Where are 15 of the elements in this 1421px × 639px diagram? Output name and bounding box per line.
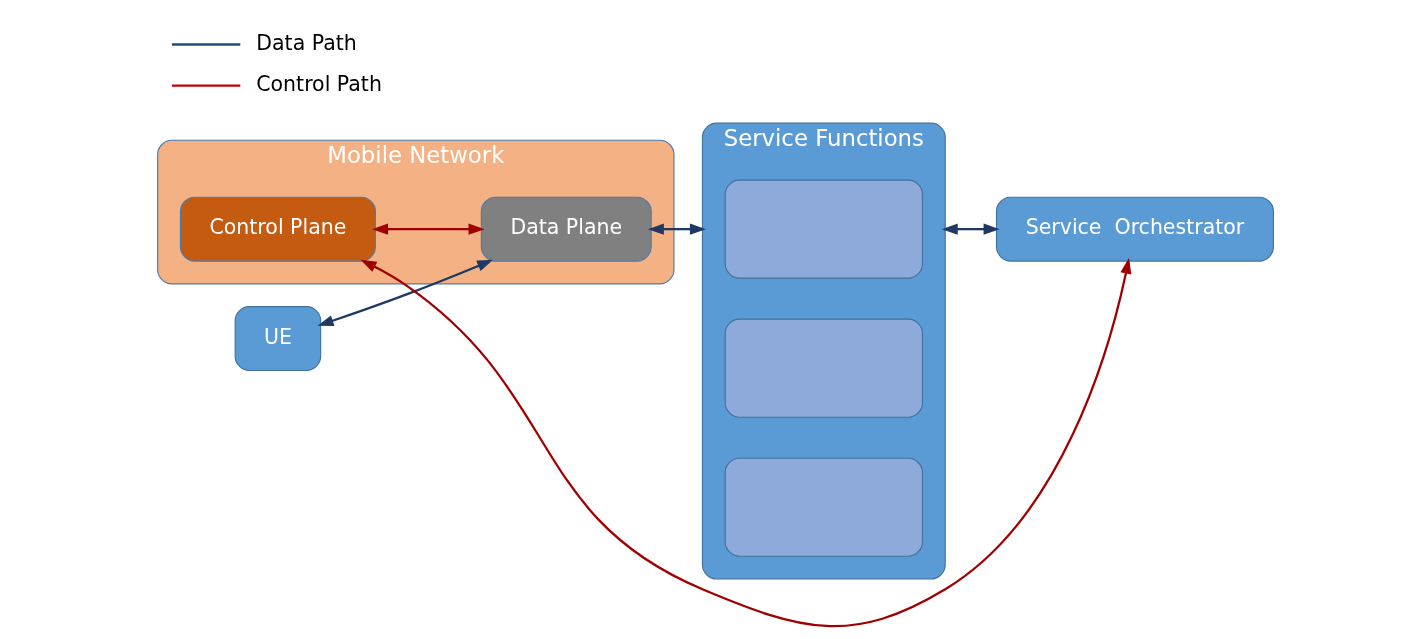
arrow: [371, 223, 484, 235]
arrow: [317, 259, 493, 326]
node-box: [724, 318, 923, 418]
node-box: Control Plane: [179, 196, 376, 262]
legend-label: Data Path: [255, 30, 357, 55]
node-box: UE: [234, 306, 321, 372]
node-box: Service Orchestrator: [995, 196, 1274, 262]
arrow: [647, 223, 706, 235]
arrow: [941, 223, 1000, 235]
arrow: [360, 257, 1131, 628]
node-box: Data Plane: [480, 196, 652, 262]
node-box: [724, 179, 923, 279]
cluster: Service Functions: [701, 122, 946, 580]
legend-label: Control Path: [255, 71, 382, 96]
node-box: [724, 457, 923, 557]
